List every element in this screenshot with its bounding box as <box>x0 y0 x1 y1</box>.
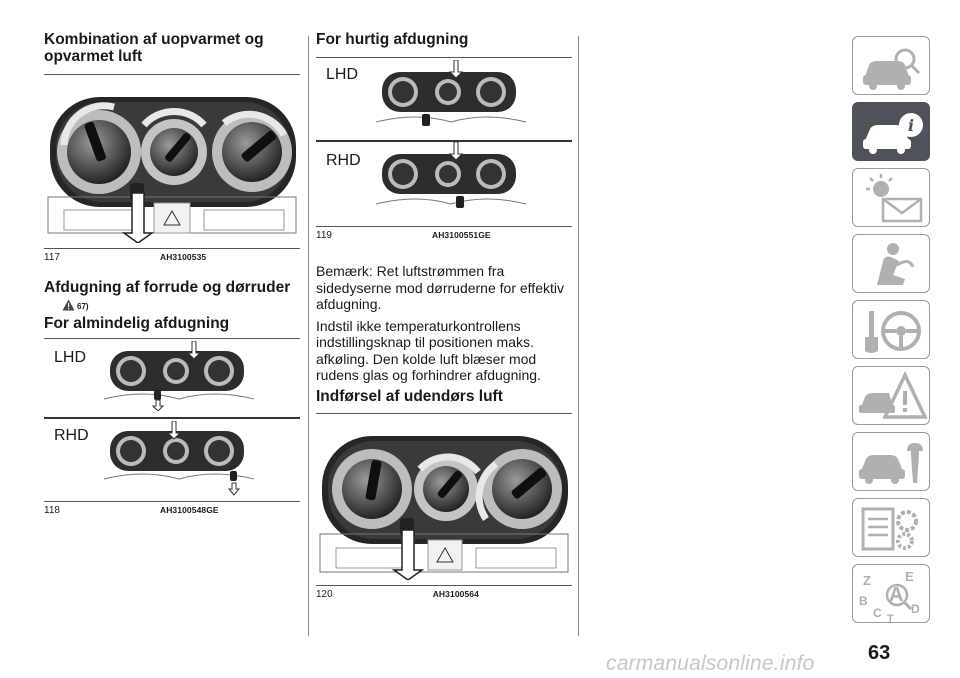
figure-code: AH3100535 <box>159 252 207 262</box>
lhd-label: LHD <box>54 349 87 366</box>
heading-normal-defogging: For almindelig afdugning <box>44 315 230 332</box>
svg-text:E: E <box>905 569 914 584</box>
tab-warning-lights[interactable] <box>852 168 930 227</box>
column-divider <box>308 36 309 636</box>
svg-text:T: T <box>887 613 894 624</box>
figure-120: 120 AH3100564 <box>316 412 572 600</box>
figure-119: LHD RHD 119 <box>316 57 572 241</box>
warning-reference: 67) <box>62 299 300 311</box>
tab-technical-data[interactable] <box>852 498 930 557</box>
rhd-label: RHD <box>54 427 89 444</box>
svg-text:i: i <box>908 116 914 135</box>
tab-maintenance[interactable] <box>852 432 930 491</box>
tab-safety[interactable] <box>852 234 930 293</box>
heading-outside-air: Indførsel af udendørs luft <box>316 387 503 405</box>
car-search-icon <box>863 48 921 90</box>
climate-panel-illustration <box>44 75 300 248</box>
specs-gear-icon <box>861 507 918 551</box>
watermark: carmanualsonline.info <box>606 652 815 675</box>
heading-fast-defogging: For hurtig afdugning <box>316 31 469 48</box>
warning-lights-message-icon <box>866 174 923 223</box>
heading-defogging: Afdugning af forrude og dørruder <box>44 279 291 296</box>
lhd-rhd-illustration: LHD RHD <box>44 339 300 501</box>
figure-number: 118 <box>44 505 60 516</box>
tab-index[interactable]: Z E A B C D T <box>852 564 930 624</box>
lhd-rhd-illustration: LHD RHD <box>316 58 572 226</box>
svg-text:B: B <box>859 594 868 608</box>
svg-text:Z: Z <box>863 573 871 588</box>
figure-118: LHD RHD <box>44 338 300 516</box>
tab-car-search[interactable] <box>852 36 930 95</box>
right-column: For hurtig afdugning LHD RHD <box>316 0 572 600</box>
rhd-label: RHD <box>326 152 361 169</box>
warning-triangle-icon <box>62 299 75 311</box>
paragraph-instruction: Indstil ikke temperaturkontrollens indst… <box>316 317 541 384</box>
left-column: Kombination af uopvarmet og opvarmet luf… <box>44 0 300 516</box>
figure-number: 119 <box>316 230 332 241</box>
figure-code: AH3100548GE <box>159 505 219 515</box>
svg-text:A: A <box>889 584 903 606</box>
paragraph-note: Bemærk: Ret luftstrømmen fra sidedyserne… <box>316 263 564 312</box>
car-info-icon: i <box>863 113 923 154</box>
column-divider <box>578 36 579 636</box>
figure-number: 120 <box>316 588 333 600</box>
airbag-seat-icon <box>877 243 915 285</box>
tab-car-info[interactable]: i <box>852 102 930 161</box>
heading-combined-air: Kombination af uopvarmet og opvarmet luf… <box>44 31 264 65</box>
tab-starting-driving[interactable] <box>852 300 930 359</box>
figure-code: AH3100551GE <box>431 230 491 240</box>
breakdown-triangle-icon <box>859 370 928 419</box>
svg-text:C: C <box>873 606 882 620</box>
tab-emergency[interactable] <box>852 366 930 425</box>
lhd-label: LHD <box>326 66 359 83</box>
climate-panel-illustration <box>316 414 572 585</box>
figure-number: 117 <box>44 252 60 263</box>
alphabetical-index-icon: Z E A B C D T <box>859 569 920 624</box>
key-steering-wheel-icon <box>865 311 921 353</box>
svg-text:D: D <box>911 602 920 616</box>
page-number: 63 <box>868 642 891 664</box>
car-service-wrench-icon <box>859 443 923 484</box>
figure-117: 117 AH3100535 <box>44 74 300 263</box>
figure-code: AH3100564 <box>432 588 479 599</box>
